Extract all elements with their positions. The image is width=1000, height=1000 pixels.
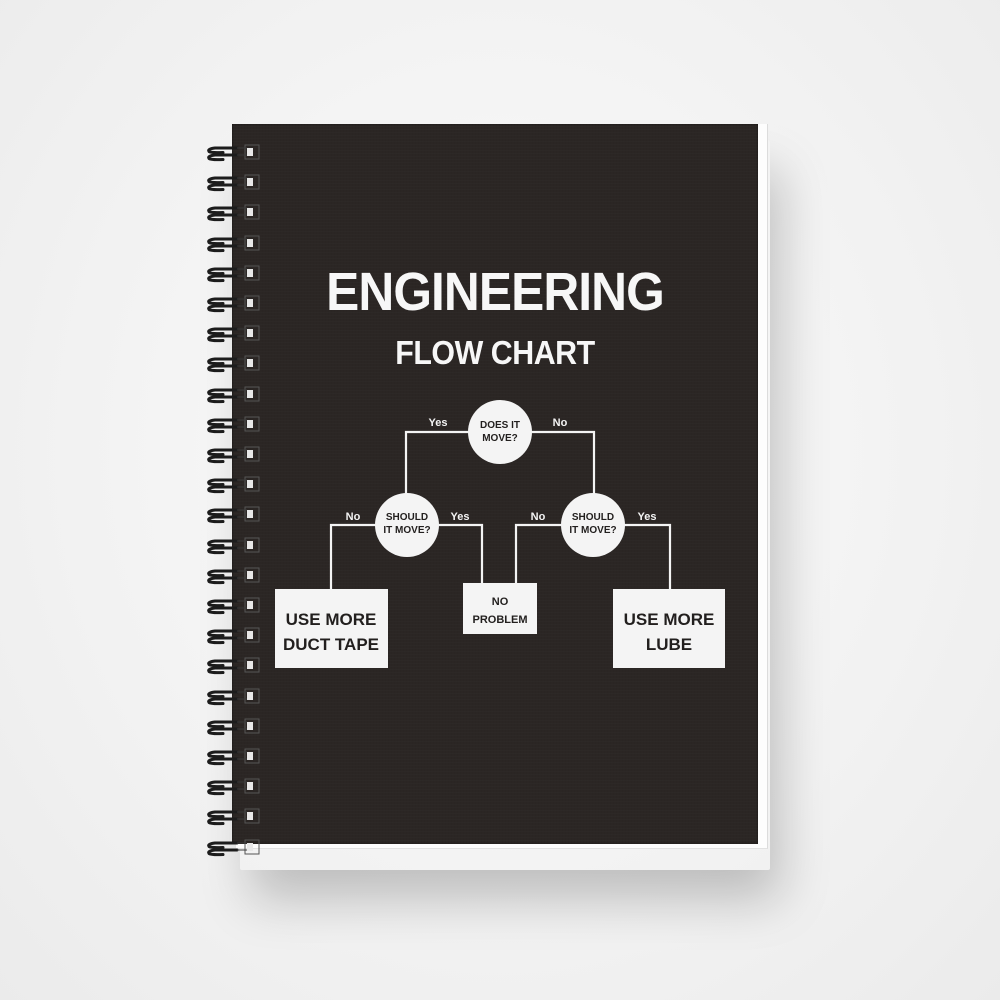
decision-should-it-move-left: SHOULD IT MOVE? [375, 493, 439, 557]
decision-should-it-move-right: SHOULD IT MOVE? [561, 493, 625, 557]
svg-text:IT MOVE?: IT MOVE? [569, 525, 616, 536]
spiral-coil [203, 294, 263, 316]
svg-text:USE MORE: USE MORE [286, 610, 377, 629]
root-yes-label: Yes [429, 417, 448, 429]
outcome-use-more-duct-tape: USE MORE DUCT TAPE [275, 589, 388, 668]
title-sub: FLOW CHART [395, 334, 595, 371]
svg-text:LUBE: LUBE [646, 635, 692, 654]
right-no-label: No [531, 511, 546, 523]
root-no-label: No [553, 417, 568, 429]
spiral-coil [203, 626, 263, 648]
spiral-coil [203, 747, 263, 769]
svg-text:MOVE?: MOVE? [482, 433, 518, 444]
svg-text:SHOULD: SHOULD [572, 512, 614, 523]
spiral-coil [203, 354, 263, 376]
spiral-coil [203, 536, 263, 558]
title-main: ENGINEERING [326, 262, 665, 322]
spiral-coil [203, 203, 263, 225]
spiral-coil [203, 717, 263, 739]
svg-text:PROBLEM: PROBLEM [473, 614, 528, 626]
spiral-coil [203, 385, 263, 407]
spiral-coil [203, 777, 263, 799]
spiral-coil [203, 566, 263, 588]
svg-text:NO: NO [492, 596, 509, 608]
spiral-coil [203, 656, 263, 678]
left-no-label: No [346, 511, 361, 523]
spiral-coil [203, 505, 263, 527]
outcome-no-problem: NO PROBLEM [463, 583, 537, 634]
spiral-coil [203, 596, 263, 618]
spiral-coil [203, 264, 263, 286]
spiral-coil [203, 143, 263, 165]
spiral-coil [203, 415, 263, 437]
spiral-coil [203, 838, 263, 860]
svg-text:SHOULD: SHOULD [386, 512, 428, 523]
svg-text:USE MORE: USE MORE [624, 610, 715, 629]
left-yes-label: Yes [451, 511, 470, 523]
spiral-coil [203, 807, 263, 829]
spiral-coil [203, 475, 263, 497]
decision-does-it-move: DOES IT MOVE? [468, 400, 532, 464]
svg-text:DUCT TAPE: DUCT TAPE [283, 635, 379, 654]
spiral-coil [203, 324, 263, 346]
right-yes-label: Yes [638, 511, 657, 523]
spiral-coil [203, 173, 263, 195]
spiral-coil [203, 445, 263, 467]
spiral-coil [203, 687, 263, 709]
outcome-use-more-lube: USE MORE LUBE [613, 589, 725, 668]
notebook-cover [232, 124, 758, 844]
svg-text:DOES IT: DOES IT [480, 420, 520, 431]
svg-text:IT MOVE?: IT MOVE? [383, 525, 430, 536]
spiral-coil [203, 234, 263, 256]
